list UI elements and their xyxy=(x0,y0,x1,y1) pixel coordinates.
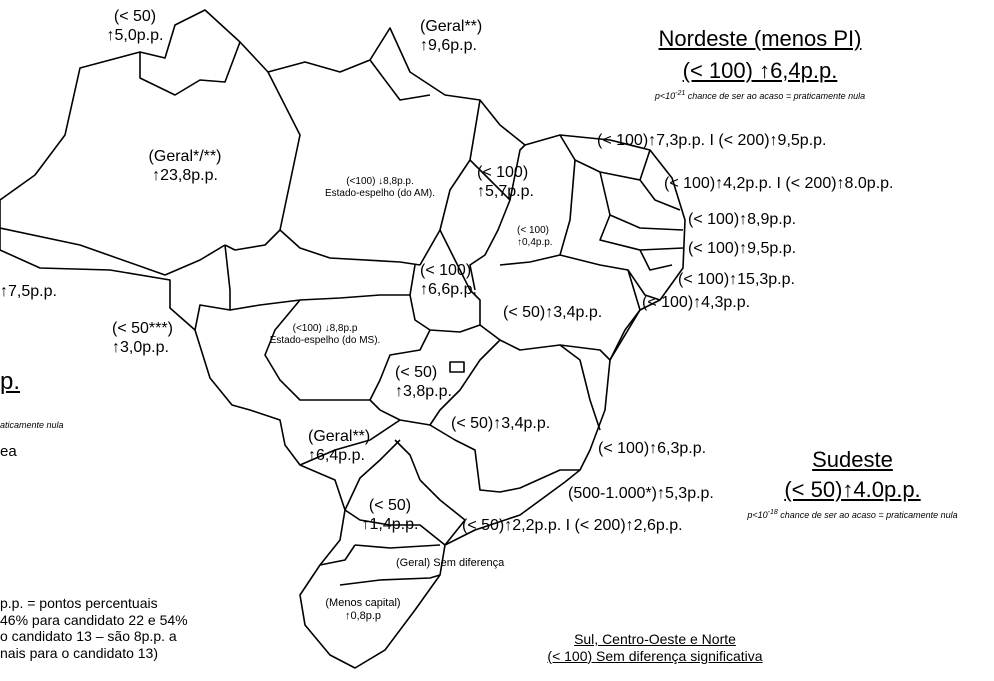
sudeste-title: Sudeste xyxy=(812,447,893,472)
label-sp: (< 50)↑2,2p.p. I (< 200)↑2,6p.p. xyxy=(462,517,683,534)
label-pi-value: ↑0,4p.p. xyxy=(517,236,553,248)
label-go: (< 50) ↑3,8p.p. xyxy=(395,364,452,402)
label-rs-group: (Menos capital) xyxy=(325,597,401,609)
label-se: (< 100)↑4,3p.p. xyxy=(642,294,751,311)
label-ms-group: (Geral**) xyxy=(308,428,371,445)
left-cut-note: aticamente nula xyxy=(0,420,64,430)
label-pr-value: ↑1,4p.p. xyxy=(361,515,419,533)
label-pa: (<100) ↓8,8p.p. Estado-espelho (do AM). xyxy=(300,176,460,200)
footnote-line4: nais para o candidato 13) xyxy=(0,644,158,661)
left-cut-word: ea xyxy=(0,443,17,460)
label-es: (< 100)↑6,3p.p. xyxy=(598,440,707,457)
label-pa-value: Estado-espelho (do AM). xyxy=(324,187,436,199)
sco-title: Sul, Centro-Oeste e Norte xyxy=(574,631,736,647)
label-rs: (Menos capital) ↑0,8p.p xyxy=(318,597,408,623)
nordeste-note-prefix: p<10 xyxy=(654,90,676,101)
label-am-value: ↑23,8p.p. xyxy=(152,166,218,184)
label-pb: (< 100)↑8,9p.p. xyxy=(688,211,797,228)
label-mt-value: Estado-espelho (do MS). xyxy=(269,334,381,346)
label-ma: (< 100) ↑5,7p.p. xyxy=(477,164,534,202)
label-rj: (500-1.000*)↑5,3p.p. xyxy=(568,485,714,502)
label-ce: (< 100)↑7,3p.p. I (< 200)↑9,5p.p. xyxy=(597,132,827,149)
label-rr-group: (< 50) xyxy=(113,8,157,25)
sudeste-note-prefix: p<10 xyxy=(747,509,768,520)
label-rr: (< 50) ↑5,0p.p. xyxy=(100,8,170,46)
label-sc-value: Sem diferença xyxy=(433,557,505,569)
label-ma-value: ↑5,7p.p. xyxy=(477,182,534,200)
label-ma-group: (< 100) xyxy=(477,164,529,181)
label-ac: ↑7,5p.p. xyxy=(0,283,57,300)
sudeste-note-text: chance de ser ao acaso = praticamente nu… xyxy=(780,509,958,520)
label-ro-group: (< 50***) xyxy=(112,320,173,337)
label-ap-group: (Geral**) xyxy=(420,18,483,35)
label-al: (< 100)↑15,3p.p. xyxy=(678,271,795,288)
nordeste-note-exp: -21 xyxy=(675,89,686,97)
label-pr-group: (< 50) xyxy=(368,497,412,514)
nordeste-title: Nordeste (menos PI) xyxy=(658,26,862,51)
label-sc: (Geral) Sem diferença xyxy=(396,557,504,570)
label-to-group: (< 100) xyxy=(420,262,472,279)
label-rn: (< 100)↑4,2p.p. I (< 200)↑8.0p.p. xyxy=(664,175,894,192)
label-pi: (< 100) ↑0,4p.p. xyxy=(517,225,553,249)
label-to-value: ↑6,6p.p. xyxy=(420,280,477,298)
label-pr: (< 50) ↑1,4p.p. xyxy=(355,497,425,535)
sudeste-value: (< 50)↑4.0p.p. xyxy=(784,476,921,502)
label-ms-value: ↑6,4p.p. xyxy=(308,446,365,464)
sudeste-summary: Sudeste (< 50)↑4.0p.p. p<10-18 chance de… xyxy=(715,447,990,521)
sudeste-note-exp: -18 xyxy=(767,508,778,516)
label-pi-group: (< 100) xyxy=(517,225,549,236)
label-go-value: ↑3,8p.p. xyxy=(395,382,452,400)
footnote-line3: o candidato 13 – são 8p.p. a xyxy=(0,628,177,645)
sudeste-note: p<10-18 chance de ser ao acaso = pratica… xyxy=(715,509,990,521)
nordeste-value: (< 100) ↑6,4p.p. xyxy=(682,57,838,83)
label-ba: (< 50)↑3,4p.p. xyxy=(503,304,603,321)
nordeste-note: p<10-21 chance de ser ao acaso = pratica… xyxy=(610,90,910,102)
label-rs-value: ↑0,8p.p xyxy=(344,609,382,622)
sco-summary: Sul, Centro-Oeste e Norte (< 100) Sem di… xyxy=(505,631,805,664)
label-mg: (< 50)↑3,4p.p. xyxy=(451,415,551,432)
sco-value: (< 100) Sem diferença significativa xyxy=(547,647,763,664)
df-marker xyxy=(449,361,465,373)
label-rr-value: ↑5,0p.p. xyxy=(106,26,164,44)
left-cut-big: p. xyxy=(0,368,21,395)
footnote-line1: p.p. = pontos percentuais xyxy=(0,595,158,611)
footnote-line2: 46% para candidato 22 e 54% xyxy=(0,611,188,628)
nordeste-summary: Nordeste (menos PI) (< 100) ↑6,4p.p. p<1… xyxy=(610,26,910,102)
label-to: (< 100) ↑6,6p.p. xyxy=(420,262,477,300)
label-pa-group: (<100) ↓8,8p.p. xyxy=(346,176,414,187)
label-ms: (Geral**) ↑6,4p.p. xyxy=(308,428,370,466)
label-pe: (< 100)↑9,5p.p. xyxy=(688,240,797,257)
label-am: (Geral*/**) ↑23,8p.p. xyxy=(130,148,240,186)
label-sc-group: (Geral) xyxy=(396,557,431,569)
brazil-outline xyxy=(0,9,686,669)
label-mt: (<100) ↓8,8p.p Estado-espelho (do MS). xyxy=(245,323,405,347)
footnote: p.p. = pontos percentuais 46% para candi… xyxy=(0,595,188,661)
label-mt-group: (<100) ↓8,8p.p xyxy=(292,323,358,334)
label-ap: (Geral**) ↑9,6p.p. xyxy=(420,18,482,56)
label-ro-value: ↑3,0p.p. xyxy=(112,338,169,356)
nordeste-note-text: chance de ser ao acaso = praticamente nu… xyxy=(687,90,866,101)
label-ro: (< 50***) ↑3,0p.p. xyxy=(112,320,173,358)
label-go-group: (< 50) xyxy=(395,364,438,381)
label-am-group: (Geral*/**) xyxy=(148,148,222,165)
label-ap-value: ↑9,6p.p. xyxy=(420,36,477,54)
